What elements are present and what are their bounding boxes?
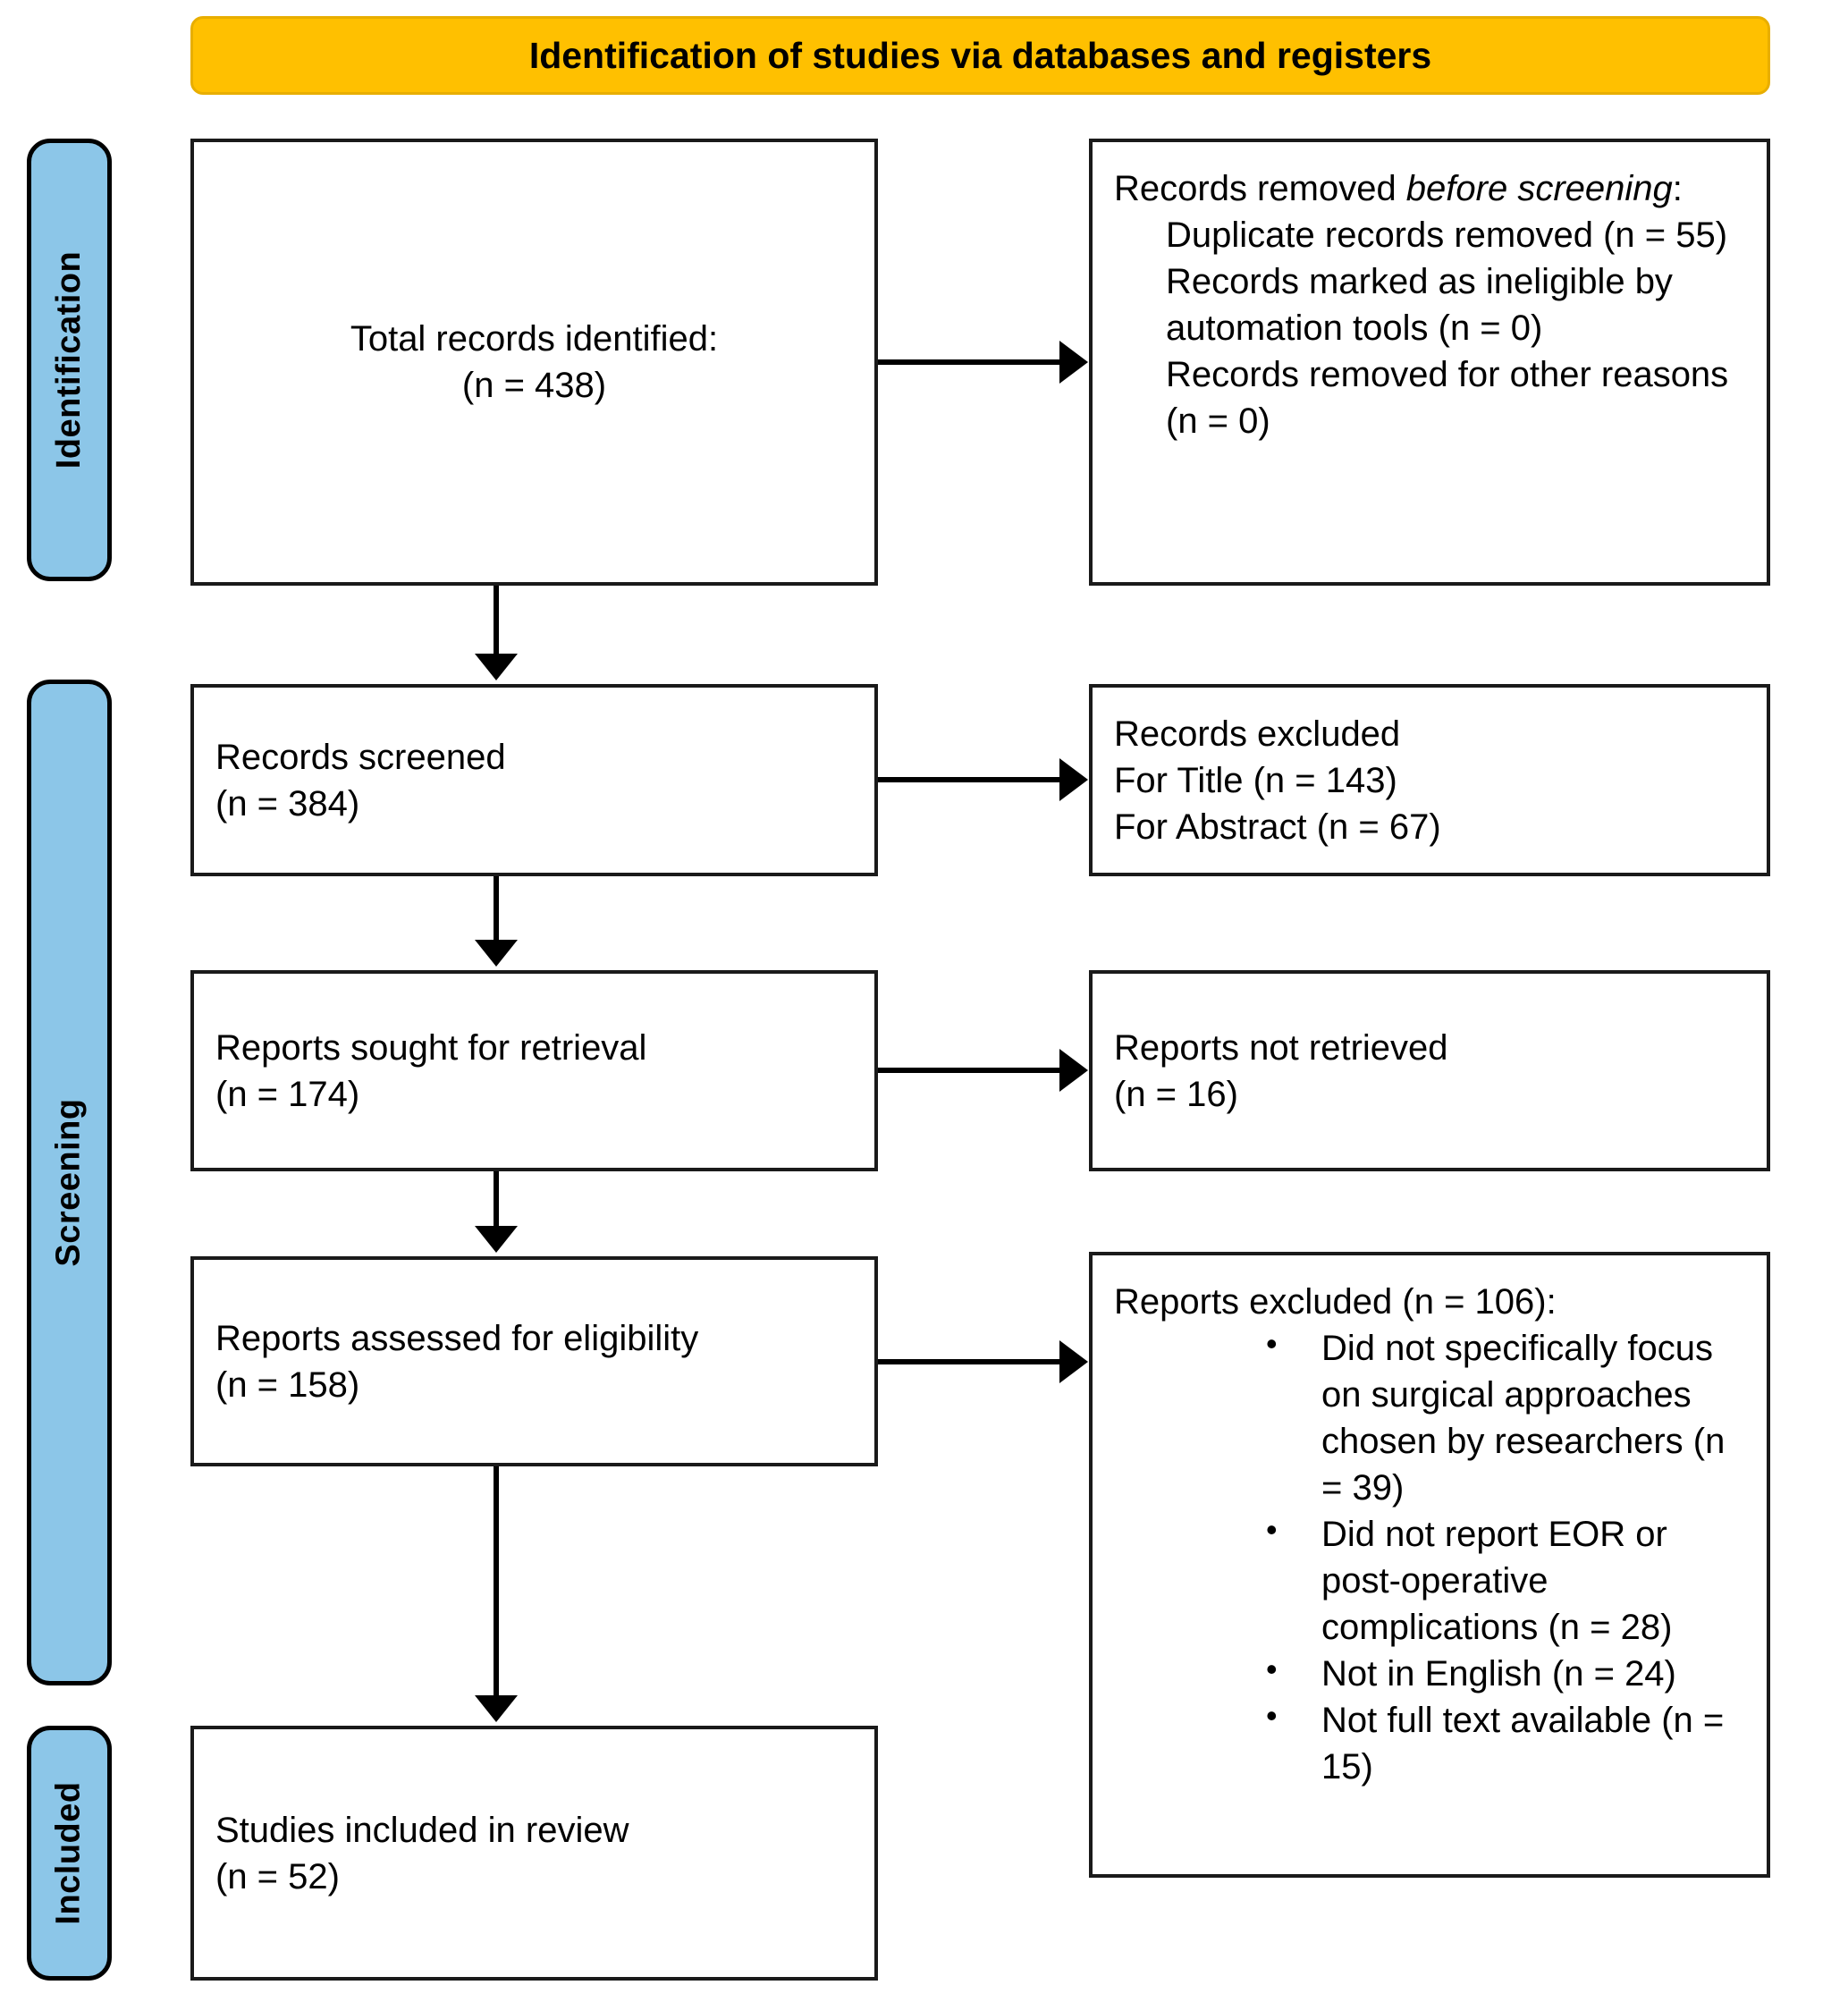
- node-records-excluded-title: For Title (n = 143): [1114, 760, 1397, 800]
- node-removed-heading-prefix: Records removed: [1114, 169, 1406, 208]
- list-item: Did not report EOR or post-operative com…: [1266, 1509, 1745, 1651]
- node-records-excluded-line1: Records excluded: [1114, 714, 1401, 754]
- node-included-line1: Studies included in review: [215, 1810, 629, 1850]
- node-not-retrieved-line1: Reports not retrieved: [1114, 1027, 1448, 1068]
- node-included-line2: (n = 52): [215, 1856, 340, 1896]
- node-reports-excluded-heading: Reports excluded (n = 106):: [1114, 1282, 1557, 1322]
- arrow-identified-to-removed: [878, 359, 1061, 365]
- arrow-screened-to-sought: [494, 876, 499, 943]
- node-removed-item-other: Records removed for other reasons (n = 0…: [1166, 355, 1729, 441]
- phase-label-identification: Identification: [27, 139, 112, 581]
- node-identified-line1: Total records identified:: [350, 319, 719, 359]
- node-records-screened: Records screened (n = 384): [190, 684, 878, 876]
- phase-label-screening-text: Screening: [50, 1098, 89, 1267]
- node-screened-line1: Records screened: [215, 737, 506, 777]
- node-removed-item-duplicates: Duplicate records removed (n = 55): [1166, 215, 1728, 255]
- node-reports-excluded: Reports excluded (n = 106): Did not spec…: [1089, 1252, 1770, 1878]
- list-item: Not full text available (n = 15): [1266, 1695, 1745, 1790]
- node-records-excluded: Records excluded For Title (n = 143) For…: [1089, 684, 1770, 876]
- node-screened-line2: (n = 384): [215, 783, 360, 824]
- node-records-excluded-abstract: For Abstract (n = 67): [1114, 807, 1441, 847]
- arrow-identified-to-screened: [494, 586, 499, 657]
- node-assessed-line1: Reports assessed for eligibility: [215, 1318, 699, 1358]
- node-assessed-line2: (n = 158): [215, 1364, 360, 1405]
- diagram-header-banner: Identification of studies via databases …: [190, 16, 1770, 95]
- arrow-sought-to-not-retrieved: [878, 1068, 1061, 1073]
- node-not-retrieved-line2: (n = 16): [1114, 1074, 1238, 1114]
- node-removed-heading: Records removed before screening:: [1114, 165, 1745, 212]
- phase-label-screening: Screening: [27, 680, 112, 1685]
- node-reports-assessed-for-eligibility: Reports assessed for eligibility (n = 15…: [190, 1256, 878, 1466]
- reports-excluded-reason-list: Did not specifically focus on surgical a…: [1114, 1323, 1745, 1790]
- list-item: Did not specifically focus on surgical a…: [1266, 1323, 1745, 1511]
- node-removed-heading-italic: before screening: [1405, 169, 1673, 208]
- node-records-removed-before-screening: Records removed before screening: Duplic…: [1089, 139, 1770, 586]
- phase-label-included: Included: [27, 1726, 112, 1981]
- node-studies-included-in-review: Studies included in review (n = 52): [190, 1726, 878, 1981]
- node-sought-line1: Reports sought for retrieval: [215, 1027, 647, 1068]
- node-sought-line2: (n = 174): [215, 1074, 360, 1114]
- phase-label-included-text: Included: [50, 1781, 89, 1925]
- diagram-title: Identification of studies via databases …: [528, 34, 1432, 76]
- arrow-sought-to-assessed: [494, 1171, 499, 1229]
- node-identified-line2: (n = 438): [461, 366, 607, 405]
- node-removed-heading-suffix: :: [1672, 169, 1683, 208]
- list-item: Not in English (n = 24): [1266, 1649, 1745, 1697]
- arrow-screened-to-excluded: [878, 777, 1061, 782]
- arrow-assessed-to-reports-excluded: [878, 1359, 1061, 1364]
- node-removed-item-automation: Records marked as ineligible by automati…: [1166, 262, 1673, 348]
- arrow-assessed-to-included: [494, 1466, 499, 1699]
- node-reports-sought-for-retrieval: Reports sought for retrieval (n = 174): [190, 970, 878, 1171]
- node-total-records-identified: Total records identified: (n = 438): [190, 139, 878, 586]
- phase-label-identification-text: Identification: [50, 250, 89, 469]
- node-reports-not-retrieved: Reports not retrieved (n = 16): [1089, 970, 1770, 1171]
